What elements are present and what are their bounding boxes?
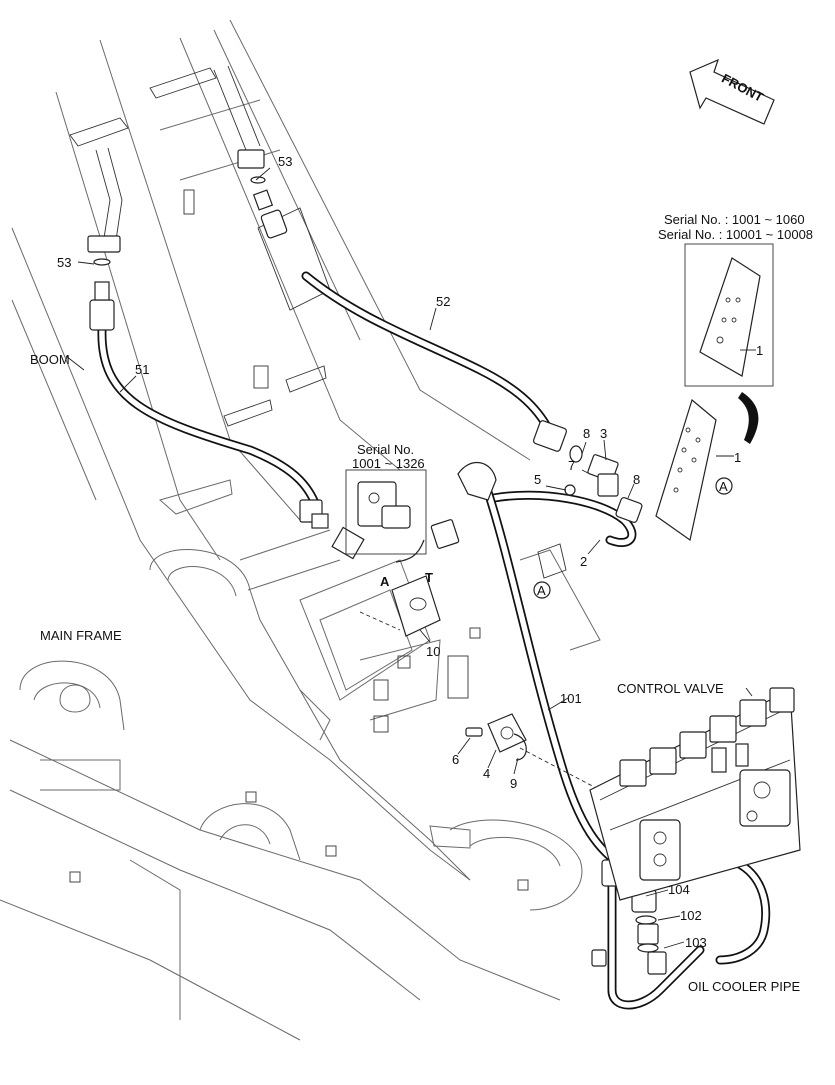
part-53-top: 53 (278, 154, 292, 169)
part-102: 102 (680, 908, 702, 923)
label-oil-cooler-pipe: OIL COOLER PIPE (688, 979, 801, 994)
part-51: 51 (135, 362, 149, 377)
label-control-valve: CONTROL VALVE (617, 681, 724, 696)
serial-mid-line-2: 1001 ~ 1326 (352, 456, 425, 471)
label-main-frame: MAIN FRAME (40, 628, 122, 643)
part-8-lower: 8 (633, 472, 640, 487)
part-8-upper: 8 (583, 426, 590, 441)
part-10: 10 (426, 644, 440, 659)
part-3: 3 (600, 426, 607, 441)
part-2: 2 (580, 554, 587, 569)
hoses (97, 271, 771, 1010)
part-104: 104 (668, 882, 690, 897)
part-1-box: 1 (756, 343, 763, 358)
part-101: 101 (560, 691, 582, 706)
port-a-label: A (380, 574, 390, 589)
front-arrow-icon (689, 58, 775, 125)
view-a-marker-right: A (719, 479, 728, 494)
fittings (89, 176, 774, 975)
serial-top-line-2: Serial No. : 10001 ~ 10008 (658, 227, 813, 242)
leader-lines (65, 167, 756, 949)
part-1-main: 1 (734, 450, 741, 465)
part-9: 9 (510, 776, 517, 791)
view-a-marker-left: A (537, 583, 546, 598)
port-t-label: T (425, 570, 433, 585)
serial-mid-line-1: Serial No. (357, 442, 414, 457)
part-5: 5 (534, 472, 541, 487)
part-4: 4 (483, 766, 490, 781)
label-front: FRONT (719, 71, 766, 105)
part-7: 7 (568, 458, 575, 473)
main-frame-structure (0, 543, 601, 1041)
control-valve (589, 687, 801, 901)
part-103: 103 (685, 935, 707, 950)
part-6: 6 (452, 752, 459, 767)
label-boom: BOOM (30, 352, 70, 367)
part-52: 52 (436, 294, 450, 309)
boom-structure (11, 19, 531, 881)
serial-top-line-1: Serial No. : 1001 ~ 1060 (664, 212, 805, 227)
part-53-left: 53 (57, 255, 71, 270)
